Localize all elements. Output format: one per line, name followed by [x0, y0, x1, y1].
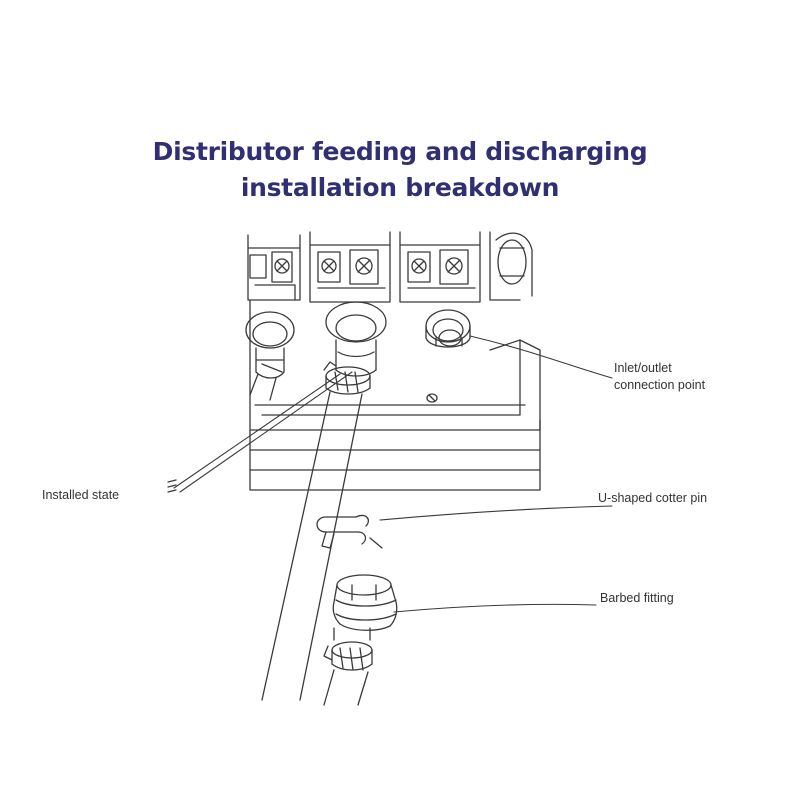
inlet-outlet-port: [426, 310, 470, 347]
left-hose-stub: [250, 364, 282, 400]
connected-port-1: [246, 312, 294, 378]
title-line-2: installation breakdown: [240, 173, 560, 202]
leader-lines: [174, 336, 612, 612]
leader-line-inlet-outlet: [470, 336, 612, 378]
valve-module-4: [490, 232, 532, 300]
label-inlet-outlet-line-2: connection point: [614, 378, 706, 392]
leader-line-barbed-fitting: [394, 604, 596, 612]
title-line-1: Distributor feeding and discharging: [152, 137, 648, 166]
installed-hose: [262, 392, 362, 700]
leader-line-installed-state-2: [180, 372, 352, 492]
u-shaped-cotter-pin: [317, 515, 382, 548]
label-cotter-pin: U-shaped cotter pin: [598, 491, 708, 505]
leader-line-installed-state: [174, 374, 340, 488]
installed-state-marker: [168, 480, 176, 492]
valve-module-1: [248, 235, 300, 300]
label-inlet-outlet-line-1: Inlet/outlet: [614, 361, 672, 375]
barbed-fitting: [333, 575, 397, 630]
hose-clamp-loose: [324, 628, 372, 670]
leader-line-cotter-pin: [380, 506, 612, 520]
loose-hose-end: [324, 670, 368, 705]
page-title: Distributor feeding and discharging inst…: [0, 134, 800, 206]
valve-module-2: [310, 232, 390, 302]
label-barbed-fitting: Barbed fitting: [600, 591, 674, 605]
mounting-screw: [427, 394, 437, 402]
hose-clamp-installed: [324, 362, 370, 394]
label-installed-state: Installed state: [42, 488, 120, 502]
valve-module-3: [400, 232, 480, 302]
label-inlet-outlet: Inlet/outlet connection point: [614, 360, 705, 394]
